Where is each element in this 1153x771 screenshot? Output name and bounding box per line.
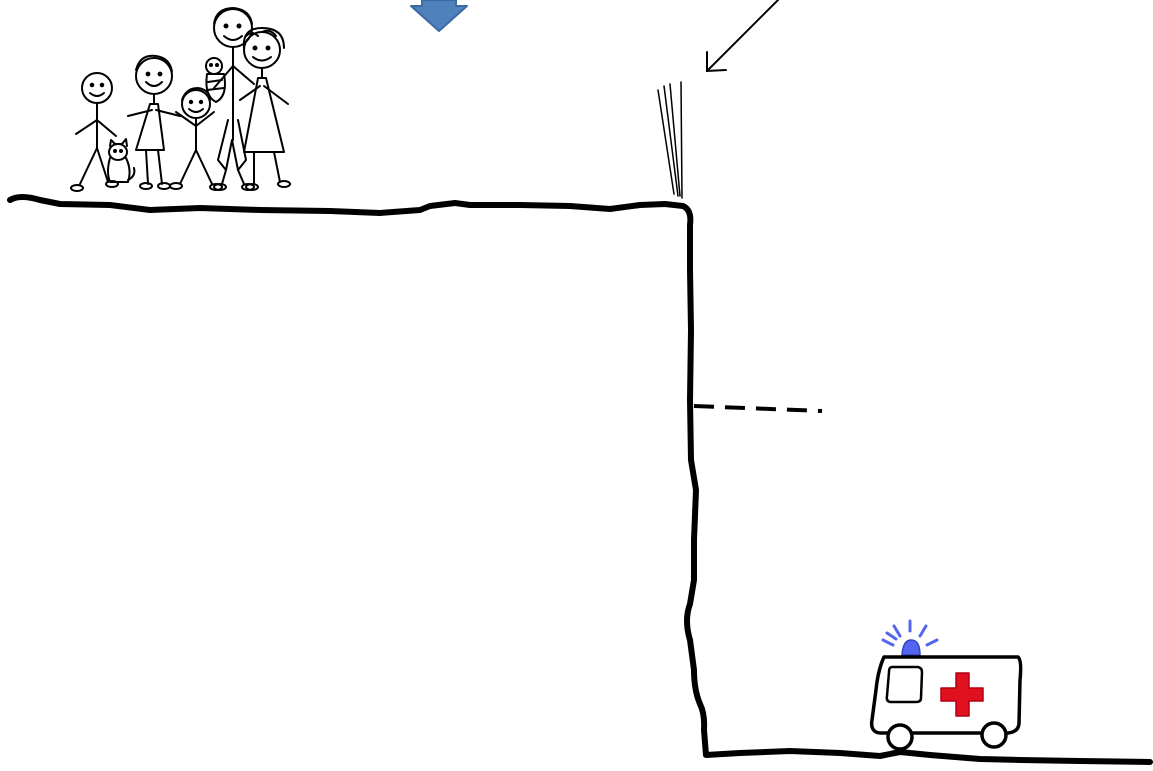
- girl-figure: [128, 56, 180, 189]
- down-arrow: [411, 0, 467, 31]
- family-stick-figures: [71, 8, 290, 191]
- ambulance-window: [887, 667, 922, 702]
- pointer-arrow: [707, 0, 778, 71]
- rear-wheel: [982, 723, 1006, 747]
- mother-figure: [240, 28, 290, 190]
- cat-figure: [108, 139, 134, 182]
- baby-figure: [206, 58, 225, 102]
- siren-light: [883, 621, 937, 655]
- dashed-line: [694, 406, 822, 411]
- child-figure-left: [71, 73, 118, 191]
- ambulance: [872, 621, 1021, 749]
- child-figure-middle: [170, 88, 222, 190]
- fence-lines: [658, 82, 682, 198]
- front-wheel: [888, 725, 912, 749]
